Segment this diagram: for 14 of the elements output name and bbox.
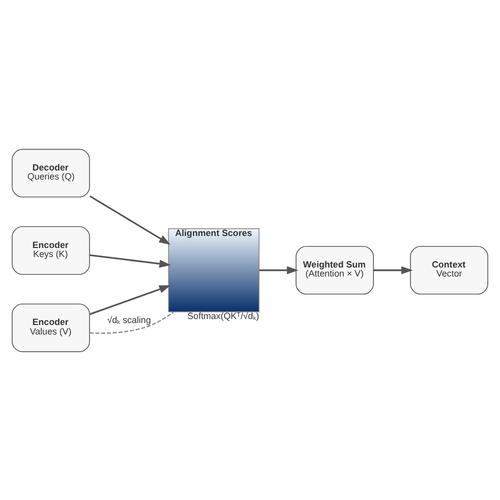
arrow	[373, 266, 413, 274]
edge-label: √dₖ scaling	[107, 314, 151, 324]
node-box: Weighted Sum (Attention × V)	[296, 245, 374, 294]
arrow	[90, 194, 171, 244]
node-box: Context Vector	[410, 245, 488, 294]
arrow	[259, 266, 298, 274]
arrow	[90, 284, 171, 314]
node-box: Alignment Scores	[168, 228, 260, 312]
arrow	[90, 254, 171, 268]
node-box: Encoder Values (V)	[12, 303, 90, 352]
node-box: Decoder Queries (Q)	[12, 148, 90, 197]
connector	[90, 310, 174, 334]
node-box: Encoder Keys (K)	[12, 226, 90, 274]
node-label: Softmax(QKᵀ/√dₖ)	[187, 310, 260, 321]
